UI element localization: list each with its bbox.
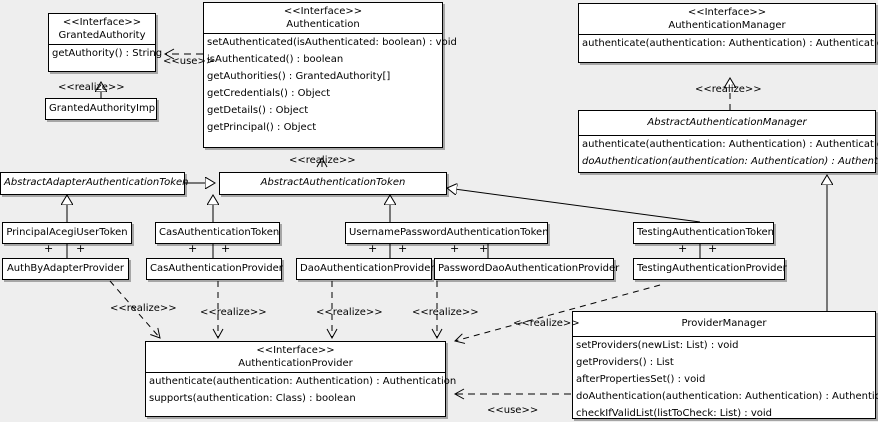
label-realize-abstractauthenticationmanager: <<realize>>	[695, 84, 762, 95]
class-header: <<Interface>> Authentication	[204, 3, 442, 33]
class-dao-authentication-provider[interactable]: DaoAuthenticationProvider	[296, 258, 435, 280]
operation-set-authenticated: setAuthenticated(isAuthenticated: boolea…	[207, 37, 457, 48]
operation-do-authentication: doAuthentication(authentication: Authent…	[576, 391, 878, 402]
class-abstract-authentication-token[interactable]: AbstractAuthenticationToken	[219, 172, 447, 195]
label-realize-passworddaoauthenticationprovider: <<realize>>	[412, 307, 479, 318]
class-name: AbstractAuthenticationManager	[647, 117, 807, 128]
class-name: Authentication	[286, 19, 360, 30]
operation-after-properties-set: afterPropertiesSet() : void	[576, 374, 706, 385]
operation-get-authority: getAuthority() : String	[52, 48, 163, 59]
class-granted-authority-impl[interactable]: GrantedAuthorityImpl	[45, 98, 158, 120]
class-header: ProviderManager	[573, 312, 875, 336]
operations-compartment: setAuthenticated(isAuthenticated: boolea…	[204, 33, 457, 136]
operation-is-authenticated: isAuthenticated() : boolean	[207, 54, 344, 65]
class-name: AuthenticationProvider	[238, 358, 353, 369]
class-name: CasAuthenticationProvider	[150, 263, 283, 274]
operation-authenticate: authenticate(authentication: Authenticat…	[582, 38, 878, 49]
assoc-plus-username-3: +	[450, 242, 460, 255]
assoc-plus-testing-right: +	[708, 242, 718, 255]
class-principal-acegi-user-token[interactable]: PrincipalAcegiUserToken	[2, 222, 132, 244]
label-realize-casauthenticationprovider: <<realize>>	[200, 307, 267, 318]
class-header: <<Interface>> AuthenticationProvider	[146, 342, 445, 372]
label-use-providermanager: <<use>>	[487, 405, 539, 416]
class-name: TestingAuthenticationToken	[637, 227, 775, 238]
operation-do-authentication: doAuthentication(authentication: Authent…	[582, 156, 878, 167]
class-abstract-authentication-manager[interactable]: AbstractAuthenticationManager authentica…	[578, 110, 878, 173]
operations-compartment: authenticate(authentication: Authenticat…	[579, 135, 878, 170]
operations-compartment: authenticate(authentication: Authenticat…	[146, 372, 457, 407]
operation-get-authorities: getAuthorities() : GrantedAuthority[]	[207, 71, 391, 82]
class-name: PasswordDaoAuthenticationProvider	[438, 263, 620, 274]
stereotype-label: <<Interface>>	[687, 7, 767, 18]
class-header: <<Interface>> AuthenticationManager	[579, 4, 875, 34]
class-name: DaoAuthenticationProvider	[300, 263, 435, 274]
class-name: AbstractAdapterAuthenticationToken	[4, 177, 189, 188]
stereotype-label: <<Interface>>	[62, 17, 142, 28]
label-realize-testingauthenticationprovider: <<realize>>	[513, 318, 580, 329]
class-header: <<Interface>> GrantedAuthority	[49, 14, 155, 44]
class-name: GrantedAuthority	[58, 30, 146, 41]
class-password-dao-authentication-provider[interactable]: PasswordDaoAuthenticationProvider	[434, 258, 620, 280]
assoc-plus-cas-right: +	[221, 242, 231, 255]
operation-get-credentials: getCredentials() : Object	[207, 88, 331, 99]
label-realize-daoauthenticationprovider: <<realize>>	[316, 307, 383, 318]
operation-set-providers: setProviders(newList: List) : void	[576, 340, 739, 351]
class-username-password-authentication-token[interactable]: UsernamePasswordAuthenticationToken	[345, 222, 549, 244]
class-name: AbstractAuthenticationToken	[260, 177, 406, 188]
class-authentication[interactable]: <<Interface>> Authentication setAuthenti…	[203, 2, 457, 148]
operations-compartment: authenticate(authentication: Authenticat…	[579, 34, 878, 52]
operation-authenticate: authenticate(authentication: Authenticat…	[149, 376, 457, 387]
class-authentication-manager[interactable]: <<Interface>> AuthenticationManager auth…	[578, 3, 878, 63]
class-testing-authentication-provider[interactable]: TestingAuthenticationProvider	[633, 258, 787, 280]
class-auth-by-adapter-provider[interactable]: AuthByAdapterProvider	[2, 258, 129, 280]
assoc-plus-username-1: +	[368, 242, 378, 255]
operation-authenticate: authenticate(authentication: Authenticat…	[582, 139, 878, 150]
operations-compartment: getAuthority() : String	[49, 44, 163, 62]
assoc-plus-principal-right: +	[76, 242, 86, 255]
class-cas-authentication-provider[interactable]: CasAuthenticationProvider	[146, 258, 283, 280]
class-abstract-adapter-authentication-token[interactable]: AbstractAdapterAuthenticationToken	[0, 172, 189, 195]
class-name: UsernamePasswordAuthenticationToken	[349, 227, 549, 238]
class-name: AuthenticationManager	[668, 20, 786, 31]
operation-get-details: getDetails() : Object	[207, 105, 309, 116]
class-granted-authority[interactable]: <<Interface>> GrantedAuthority getAuthor…	[48, 13, 163, 72]
class-name: GrantedAuthorityImpl	[49, 103, 158, 114]
class-name: AuthByAdapterProvider	[6, 263, 125, 274]
assoc-plus-testing-left: +	[678, 242, 688, 255]
class-name: CasAuthenticationToken	[159, 227, 280, 238]
label-realize-grantedauthorityimpl: <<realize>>	[58, 82, 125, 93]
assoc-plus-username-2: +	[398, 242, 408, 255]
operations-compartment: setProviders(newList: List) : void getPr…	[573, 336, 878, 422]
class-testing-authentication-token[interactable]: TestingAuthenticationToken	[633, 222, 774, 244]
class-provider-manager[interactable]: ProviderManager setProviders(newList: Li…	[572, 311, 878, 422]
assoc-plus-username-4: +	[479, 242, 489, 255]
edge-testingauthenticationtoken-extends-abstractauthtoken	[447, 188, 701, 223]
operation-get-principal: getPrincipal() : Object	[207, 122, 317, 133]
stereotype-label: <<Interface>>	[256, 345, 335, 356]
class-name: ProviderManager	[681, 318, 767, 329]
class-name: PrincipalAcegiUserToken	[6, 227, 128, 238]
operation-get-providers: getProviders() : List	[576, 357, 674, 368]
label-use-authentication-grantedauthority: <<use>>	[163, 56, 215, 67]
label-realize-authbyadapterprovider: <<realize>>	[110, 303, 177, 314]
class-cas-authentication-token[interactable]: CasAuthenticationToken	[155, 222, 280, 244]
operation-check-if-valid-list: checkIfValidList(listToCheck: List) : vo…	[576, 408, 773, 419]
label-realize-abstractauthenticationtoken: <<realize>>	[289, 155, 356, 166]
stereotype-label: <<Interface>>	[283, 6, 363, 17]
class-authentication-provider[interactable]: <<Interface>> AuthenticationProvider aut…	[145, 341, 457, 417]
operation-supports: supports(authentication: Class) : boolea…	[149, 393, 356, 404]
class-name: TestingAuthenticationProvider	[637, 263, 787, 274]
assoc-plus-cas-left: +	[188, 242, 198, 255]
class-header: AbstractAuthenticationManager	[579, 111, 875, 135]
assoc-plus-principal-left: +	[44, 242, 54, 255]
